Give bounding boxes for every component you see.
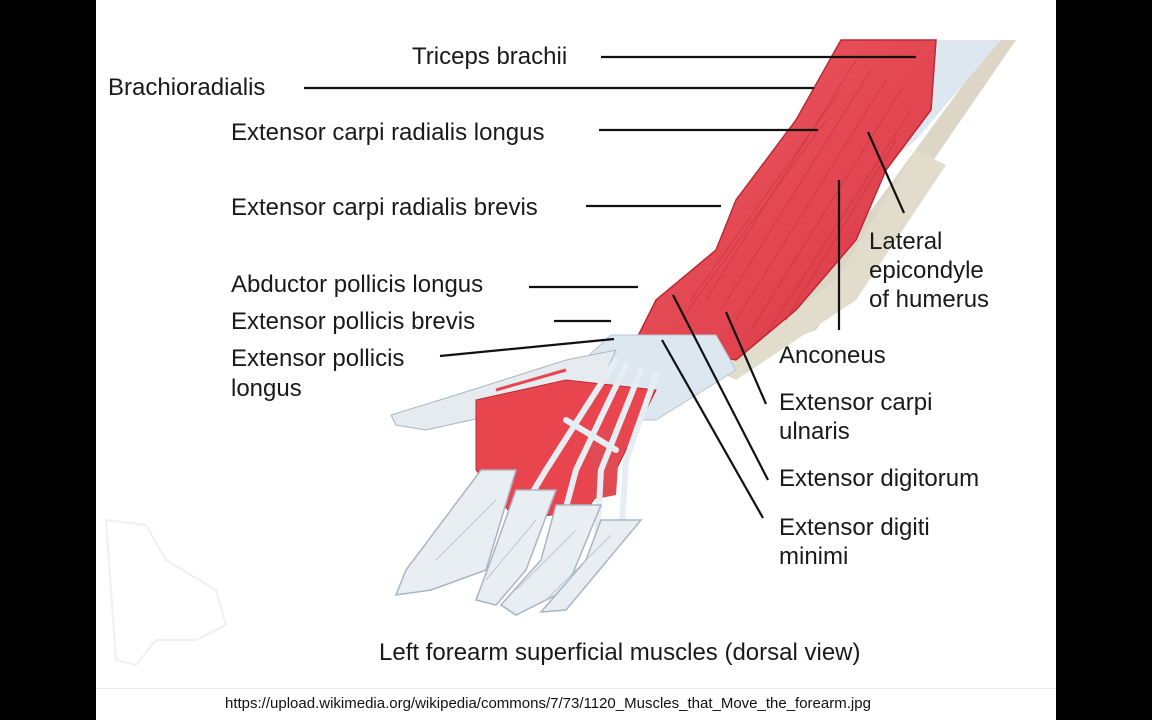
fingers [394,469,643,616]
label-ext-carpi-radialis-brevis: Extensor carpi radialis brevis [231,194,538,221]
forearm-illustration [104,39,1016,667]
label-lateral-epicondyle-line1: Lateral [869,228,943,255]
label-ext-digiti-minimi-line1: Extensor digiti [779,514,930,541]
label-lateral-epicondyle-line2: epicondyle [869,257,984,284]
label-ext-carpi-radialis-longus: Extensor carpi radialis longus [231,119,545,146]
ulna-bone [716,150,946,380]
leader-lines [304,55,916,519]
label-ext-pollicis-brevis: Extensor pollicis brevis [231,308,476,335]
label-ext-pollicis-longus-line1: Extensor pollicis [231,345,405,372]
label-brachioradialis: Brachioradialis [108,74,266,101]
divider [96,688,1056,689]
figure-caption: Left forearm superficial muscles (dorsal… [379,639,861,666]
label-lateral-epicondyle-line3: of humerus [869,286,990,313]
label-anconeus: Anconeus [779,342,886,369]
label-ext-carpi-ulnaris-line2: ulnaris [779,418,850,445]
label-triceps-brachii: Triceps brachii [412,43,568,70]
label-ext-pollicis-longus-line2: longus [231,375,302,402]
sketch-mark [104,518,228,667]
slide: Triceps brachii Brachioradialis Extensor… [96,0,1056,720]
label-ext-digiti-minimi-line2: minimi [779,543,849,570]
label-ext-digitorum: Extensor digitorum [779,465,980,492]
label-abductor-pollicis-longus: Abductor pollicis longus [231,271,484,298]
source-url: https://upload.wikimedia.org/wikipedia/c… [225,695,871,712]
label-ext-carpi-ulnaris-line1: Extensor carpi [779,389,933,416]
